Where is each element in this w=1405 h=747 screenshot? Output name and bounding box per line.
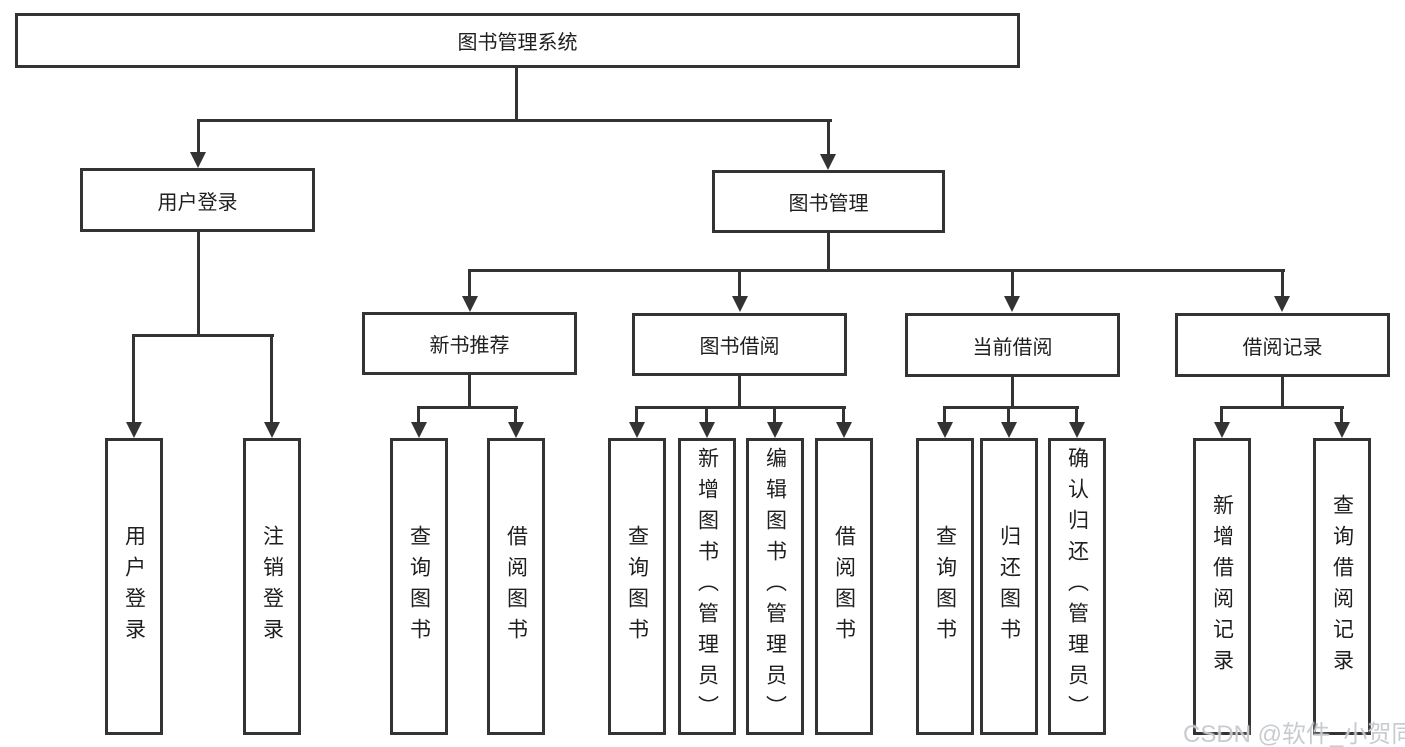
- connector-line: [827, 119, 830, 156]
- leaf-add-books-admin: 新增图书（管理员）: [678, 438, 736, 735]
- leaf-return-books: 归还图书: [980, 438, 1038, 735]
- node-new-book-recommend: 新书推荐: [362, 312, 577, 375]
- connector-line: [1220, 406, 1223, 424]
- node-label: 用户登录: [157, 191, 238, 214]
- connector-line: [514, 406, 517, 424]
- arrow-down-icon: [1069, 422, 1085, 438]
- leaf-query-books-borrow: 查询图书: [608, 438, 666, 735]
- connector-line: [842, 406, 845, 424]
- connector-line: [635, 406, 638, 424]
- leaf-logout: 注销登录: [243, 438, 301, 735]
- node-label: 当前借阅: [972, 336, 1053, 359]
- connector-line: [1007, 406, 1010, 424]
- arrow-down-icon: [767, 422, 783, 438]
- arrow-down-icon: [820, 154, 836, 170]
- leaf-edit-books-admin: 编辑图书（管理员）: [746, 438, 804, 735]
- arrow-down-icon: [411, 422, 427, 438]
- leaf-label: 注销登录: [260, 524, 284, 649]
- leaf-query-books-recommend: 查询图书: [390, 438, 448, 735]
- connector-line: [417, 406, 420, 424]
- arrow-down-icon: [462, 296, 478, 312]
- connector-line: [270, 334, 273, 424]
- leaf-label: 确认归还（管理员）: [1065, 447, 1089, 726]
- node-label: 图书管理: [788, 193, 869, 215]
- connector-line: [197, 230, 200, 337]
- connector-line: [132, 334, 135, 424]
- connector-line: [132, 334, 274, 337]
- arrow-down-icon: [1214, 422, 1230, 438]
- connector-line: [1340, 406, 1343, 424]
- leaf-borrow-books-recommend: 借阅图书: [487, 438, 545, 735]
- leaf-label: 编辑图书（管理员）: [763, 447, 787, 726]
- node-book-management: 图书管理: [712, 170, 945, 233]
- connector-line: [635, 406, 846, 409]
- arrow-down-icon: [190, 152, 206, 168]
- node-book-borrow: 图书借阅: [632, 313, 847, 376]
- leaf-add-borrow-record: 新增借阅记录: [1193, 438, 1251, 735]
- leaf-label: 查询图书: [625, 524, 649, 649]
- arrow-down-icon: [629, 422, 645, 438]
- connector-line: [468, 373, 471, 409]
- connector-line: [1220, 406, 1344, 409]
- connector-line: [197, 119, 832, 122]
- connector-line: [1281, 375, 1284, 409]
- node-current-borrow: 当前借阅: [905, 313, 1120, 377]
- leaf-label: 查询图书: [407, 524, 431, 649]
- leaf-label: 查询图书: [933, 524, 957, 649]
- connector-line: [197, 119, 200, 154]
- arrow-down-icon: [699, 422, 715, 438]
- leaf-label: 新增图书（管理员）: [695, 447, 719, 726]
- connector-line: [1075, 406, 1078, 424]
- connector-line: [1011, 269, 1014, 298]
- connector-line: [738, 374, 741, 409]
- leaf-label: 用户登录: [122, 524, 146, 649]
- connector-line: [468, 269, 1285, 272]
- connector-line: [1011, 375, 1014, 409]
- arrow-down-icon: [508, 422, 524, 438]
- node-label: 新书推荐: [429, 335, 510, 357]
- arrow-down-icon: [1274, 296, 1290, 312]
- connector-line: [827, 231, 830, 272]
- node-label: 借阅记录: [1242, 336, 1323, 359]
- connector-line: [1281, 269, 1284, 298]
- connector-line: [417, 406, 518, 409]
- leaf-user-login: 用户登录: [105, 438, 163, 735]
- connector-line: [943, 406, 1079, 409]
- leaf-query-borrow-record: 查询借阅记录: [1313, 438, 1371, 735]
- node-borrow-records: 借阅记录: [1175, 313, 1390, 377]
- leaf-label: 借阅图书: [504, 524, 528, 649]
- node-user-login: 用户登录: [80, 168, 315, 232]
- node-label: 图书管理系统: [457, 32, 578, 54]
- arrow-down-icon: [1001, 422, 1017, 438]
- arrow-down-icon: [1004, 296, 1020, 312]
- arrow-down-icon: [732, 296, 748, 312]
- connector-line: [468, 269, 471, 298]
- arrow-down-icon: [836, 422, 852, 438]
- arrow-down-icon: [937, 422, 953, 438]
- leaf-query-books-current: 查询图书: [916, 438, 974, 735]
- connector-line: [738, 269, 741, 298]
- arrow-down-icon: [126, 422, 142, 438]
- connector-line: [943, 406, 946, 424]
- node-library-system: 图书管理系统: [15, 13, 1020, 68]
- leaf-label: 新增借阅记录: [1210, 493, 1234, 680]
- arrow-down-icon: [264, 422, 280, 438]
- leaf-confirm-return-admin: 确认归还（管理员）: [1048, 438, 1106, 735]
- connector-line: [705, 406, 708, 424]
- leaf-label: 借阅图书: [832, 524, 856, 649]
- node-label: 图书借阅: [699, 336, 780, 358]
- leaf-label: 查询借阅记录: [1330, 493, 1354, 680]
- connector-line: [515, 66, 518, 122]
- arrow-down-icon: [1334, 422, 1350, 438]
- leaf-label: 归还图书: [997, 524, 1021, 649]
- connector-line: [773, 406, 776, 424]
- leaf-borrow-books: 借阅图书: [815, 438, 873, 735]
